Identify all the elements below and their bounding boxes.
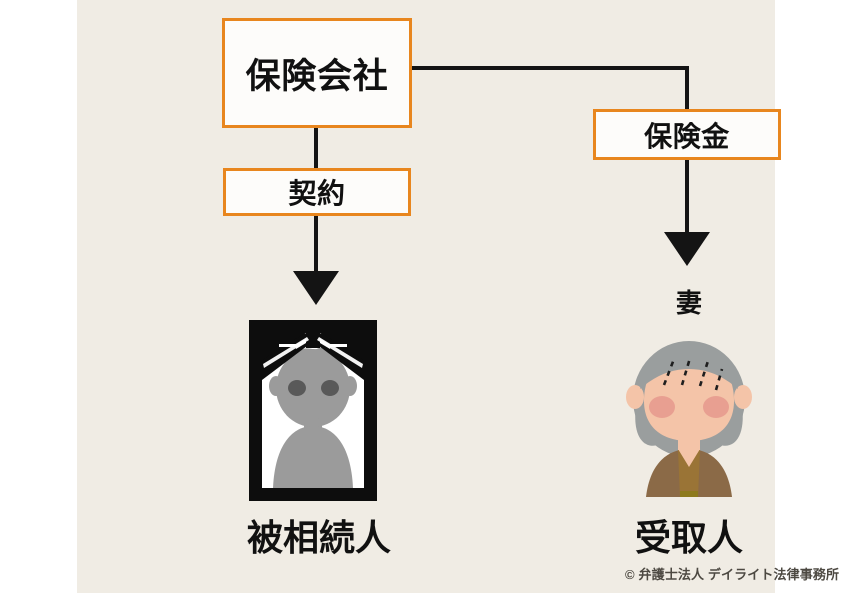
node-contract-label: 契約: [288, 178, 346, 209]
memorial-portrait-icon: [249, 320, 377, 501]
elderly-woman-icon: [618, 333, 760, 501]
copyright-notice: © 弁護士法人 デイライト法律事務所: [625, 567, 840, 582]
connector-payout-to-receiver: [685, 157, 689, 235]
arrowhead-to-deceased: [293, 271, 339, 305]
diagram-canvas: 保険会社 契約 保険金: [77, 0, 839, 593]
caption-deceased: 被相続人: [246, 517, 391, 558]
connector-contract-to-deceased: [314, 214, 318, 274]
node-insurance-payout: 保険金: [593, 109, 781, 160]
node-insurance-company-label: 保険会社: [245, 56, 389, 96]
connector-company-to-payout-vertical: [685, 66, 689, 113]
arrowhead-to-receiver: [664, 232, 710, 266]
node-contract: 契約: [223, 168, 411, 216]
receiver-relation-label: 妻: [675, 288, 702, 318]
node-insurance-payout-label: 保険金: [644, 120, 730, 152]
node-insurance-company: 保険会社: [222, 18, 412, 128]
connector-company-to-contract: [314, 125, 318, 173]
connector-company-to-payout-horizontal: [410, 66, 689, 70]
caption-receiver: 受取人: [634, 517, 743, 558]
